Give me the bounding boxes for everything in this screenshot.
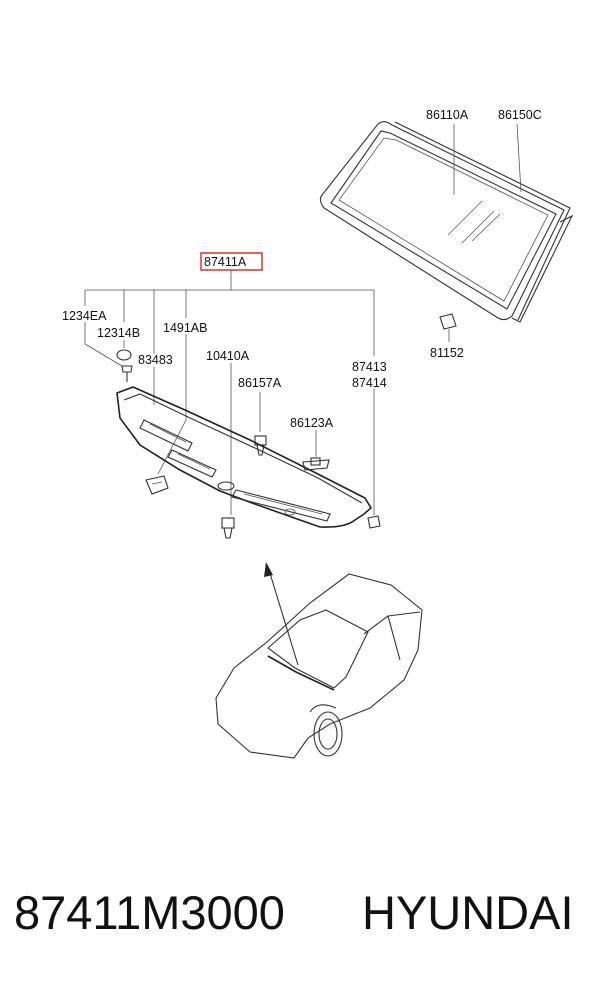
callout-86150C: 86150C [498, 108, 542, 122]
clip-87413 [367, 515, 381, 529]
parts-diagram: 86110A 86150C 81152 87411A 1234EA 12314B… [62, 108, 574, 759]
callout-86157A: 86157A [238, 376, 282, 390]
clip-81152 [439, 313, 457, 342]
windshield-glass [319, 121, 565, 321]
callout-12314B: 12314B [97, 326, 140, 340]
car-outline [215, 573, 423, 759]
callout-81152: 81152 [430, 346, 464, 360]
callout-86123A: 86123A [290, 416, 334, 430]
cowl-panel [116, 386, 373, 528]
highlight-box [200, 252, 263, 271]
cap-12314B [116, 349, 132, 361]
callout-1234EA: 1234EA [62, 309, 107, 323]
callout-87411A: 87411A [204, 255, 247, 269]
callout-86110A: 86110A [426, 108, 469, 122]
callout-1491AB: 1491AB [163, 321, 207, 335]
callout-87413: 87413 [352, 360, 387, 374]
windshield-moulding [394, 121, 574, 323]
callout-87414: 87414 [352, 376, 387, 390]
clip-1491AB [145, 475, 169, 495]
brand-caption: HYUNDAI [362, 886, 574, 939]
part-number-caption: 87411M3000 [14, 886, 285, 939]
pointer-arrow [264, 562, 299, 666]
screw-1234EA [121, 365, 133, 382]
clip-10410A [221, 517, 235, 539]
leader-bracket [84, 270, 375, 515]
callout-83483: 83483 [138, 353, 173, 367]
callout-10410A: 10410A [206, 349, 250, 363]
